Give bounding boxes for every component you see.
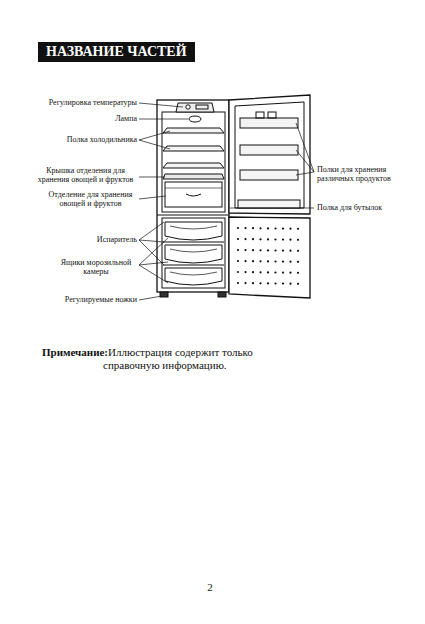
freezer-compartment: [162, 218, 225, 288]
fridge-door: [229, 95, 310, 214]
part-label: Регулируемые ножки: [36, 295, 137, 304]
freezer-door: [229, 217, 310, 298]
leader-lines: [139, 103, 314, 300]
part-label: Регулировка температуры: [36, 98, 137, 107]
note-heading: Примечание:: [42, 346, 112, 359]
part-label: Полка для бутылок: [317, 203, 413, 212]
part-label: Крышка отделения для хранения овощей и ф…: [34, 166, 137, 184]
freezer-drawers: [163, 222, 224, 285]
part-label: Испаритель: [36, 235, 137, 244]
bottle-shelf: [238, 200, 300, 208]
part-label: Ящики морозильной камеры: [55, 258, 137, 276]
adjustable-foot: [218, 292, 226, 297]
part-label: Отделение для хранения овощей и фруктов: [44, 190, 137, 208]
crisper-drawer: [165, 182, 222, 207]
part-label: Полки для хранения различных продуктов: [317, 165, 413, 183]
door-shelves: [238, 112, 300, 208]
cabinet: [157, 100, 229, 292]
note-text: Иллюстрация содержит только справочную и…: [103, 346, 263, 371]
part-label: Полка холодильника: [36, 135, 137, 144]
lamp: [189, 116, 201, 122]
fridge-shelf: [163, 128, 224, 133]
section-title: НАЗВАНИЕ ЧАСТЕЙ: [38, 42, 195, 62]
part-label: Лампа: [36, 114, 137, 123]
fridge-compartment: [162, 112, 225, 212]
page-number: 2: [200, 581, 220, 594]
fridge-shelf: [163, 146, 224, 151]
temperature-control: [176, 103, 214, 112]
crisper-cover: [163, 174, 224, 179]
